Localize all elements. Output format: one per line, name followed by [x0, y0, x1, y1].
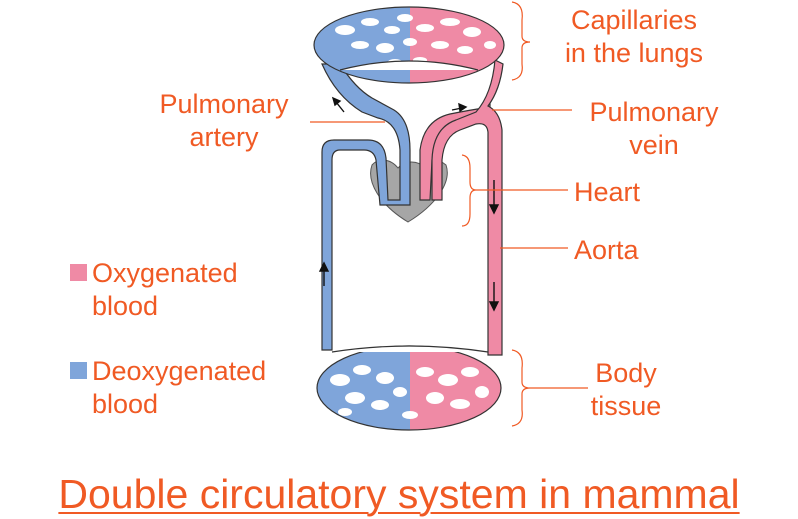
body-capillaries [317, 346, 501, 430]
leader-lines [310, 1, 588, 427]
body-tissue-label: Body tissue [578, 357, 674, 423]
deoxygenated-swatch [70, 362, 87, 379]
oxygenated-legend-line2: blood [92, 291, 159, 321]
pulmonary-vein-line2: vein [629, 130, 679, 160]
capillaries-lungs-line2: in the lungs [564, 38, 704, 68]
capillaries-lungs-line1: Capillaries [570, 5, 698, 35]
pulmonary-artery-line1: Pulmonary [159, 89, 289, 119]
oxygenated-legend-line1: Oxygenated [92, 258, 238, 288]
pulmonary-vein-label: Pulmonary vein [572, 96, 736, 162]
oxygenated-legend: Oxygenated blood [92, 257, 238, 323]
deoxygenated-legend: Deoxygenated blood [92, 355, 266, 421]
aorta-label: Aorta [574, 235, 639, 265]
aorta-vessel-down [431, 59, 504, 356]
pulmonary-vein-line1: Pulmonary [589, 97, 719, 127]
heart-label: Heart [574, 177, 641, 207]
capillaries-lungs-label: Capillaries in the lungs [546, 4, 722, 70]
pulmonary-artery-label: Pulmonary artery [142, 88, 306, 154]
pulmonary-artery-line2: artery [189, 122, 259, 152]
deoxygenated-legend-line1: Deoxygenated [92, 356, 267, 386]
deoxygenated-legend-line2: blood [92, 389, 159, 419]
flow-arrows [318, 96, 500, 312]
diagram-title: Double circulatory system in mammal [58, 471, 740, 517]
oxygenated-swatch [70, 264, 87, 281]
body-tissue-line1: Body [595, 358, 657, 388]
body-tissue-line2: tissue [590, 391, 662, 421]
